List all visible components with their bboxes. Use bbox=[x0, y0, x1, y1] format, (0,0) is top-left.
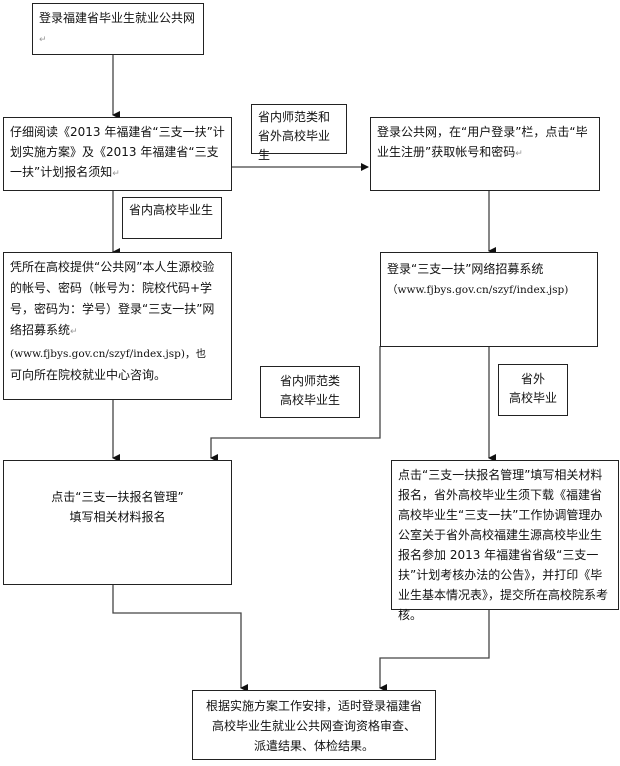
node-start-text: 登录福建省毕业生就业公共网 bbox=[39, 11, 196, 25]
edge-label-line1: 省外 bbox=[520, 372, 545, 386]
node-in-province-login: 凭所在高校提供“公共网”本人生源校验的帐号、密码（帐号为：院校代码+学号，密码为… bbox=[3, 252, 232, 400]
edge-label-normal-and-outside: 省内师范类和 省外高校毕业生 bbox=[251, 104, 347, 162]
edge-label-outside: 省外 高校毕业 bbox=[498, 364, 568, 416]
edge-label-normal-in-province: 省内师范类 高校毕业生 bbox=[260, 366, 360, 418]
node-line2: 填写相关材料报名 bbox=[69, 510, 166, 524]
paragraph-mark: ↵ bbox=[39, 35, 47, 45]
node-line3: 派遣结果、体检结果。 bbox=[253, 739, 374, 753]
edge-label-line2: 省外高校毕业生 bbox=[258, 129, 331, 162]
node-line1: 根据实施方案工作安排，适时登录福建省 bbox=[205, 699, 422, 713]
edge-label-text: 省内高校毕业生 bbox=[129, 203, 214, 217]
paragraph-mark: ↵ bbox=[112, 169, 120, 179]
node-apply-right: 点击“三支一扶报名管理”填写相关材料报名，省外高校毕业生须下载《福建省高校毕业生… bbox=[391, 460, 619, 622]
edge-label-line1: 省内师范类 bbox=[279, 374, 340, 388]
edge-label-line2: 高校毕业生 bbox=[279, 393, 340, 407]
edge-apply-left-to-result bbox=[112, 585, 248, 692]
node-url: （www.fjbys.gov.cn/szyf/index.jsp) bbox=[387, 284, 569, 296]
node-result: 根据实施方案工作安排，适时登录福建省 高校毕业生就业公共网查询资格审查、 派遣结… bbox=[192, 690, 436, 760]
paragraph-mark: ↵ bbox=[515, 149, 523, 159]
paragraph-mark: ↵ bbox=[70, 327, 78, 337]
node-line2: 高校毕业生就业公共网查询资格审查、 bbox=[211, 719, 416, 733]
node-register-text: 登录公共网，在“用户登录”栏，点击“毕业生注册”获取帐号和密码 bbox=[377, 125, 588, 159]
node-apply-left: 点击“三支一扶报名管理” 填写相关材料报名 bbox=[3, 460, 232, 585]
node-start: 登录福建省毕业生就业公共网 ↵ bbox=[32, 3, 204, 55]
edge-system-to-apply-left bbox=[210, 346, 381, 462]
node-line2: 可向所在院校就业中心咨询。 bbox=[10, 368, 167, 382]
node-system-login: 登录“三支一扶”网络招募系统 （www.fjbys.gov.cn/szyf/in… bbox=[380, 252, 598, 347]
node-read: 仔细阅读《2013 年福建省“三支一扶”计划实施方案》及《2013 年福建省“三… bbox=[3, 117, 232, 191]
node-line1: 点击“三支一扶报名管理” bbox=[51, 490, 184, 504]
node-line1: 登录“三支一扶”网络招募系统 bbox=[387, 262, 544, 276]
node-apply-right-text: 点击“三支一扶报名管理”填写相关材料报名，省外高校毕业生须下载《福建省高校毕业生… bbox=[398, 468, 609, 622]
node-read-text: 仔细阅读《2013 年福建省“三支一扶”计划实施方案》及《2013 年福建省“三… bbox=[10, 125, 225, 179]
node-register: 登录公共网，在“用户登录”栏，点击“毕业生注册”获取帐号和密码↵ bbox=[370, 117, 600, 191]
edge-label-line1: 省内师范类和 bbox=[258, 110, 331, 124]
node-line1: 凭所在高校提供“公共网”本人生源校验的帐号、密码（帐号为：院校代码+学号，密码为… bbox=[10, 260, 215, 337]
edge-label-in-province: 省内高校毕业生 bbox=[122, 197, 222, 239]
node-url: (www.fjbys.gov.cn/szyf/index.jsp)，也 bbox=[10, 348, 206, 360]
edge-apply-right-to-result bbox=[379, 610, 490, 692]
edge-label-line2: 高校毕业 bbox=[508, 391, 557, 405]
